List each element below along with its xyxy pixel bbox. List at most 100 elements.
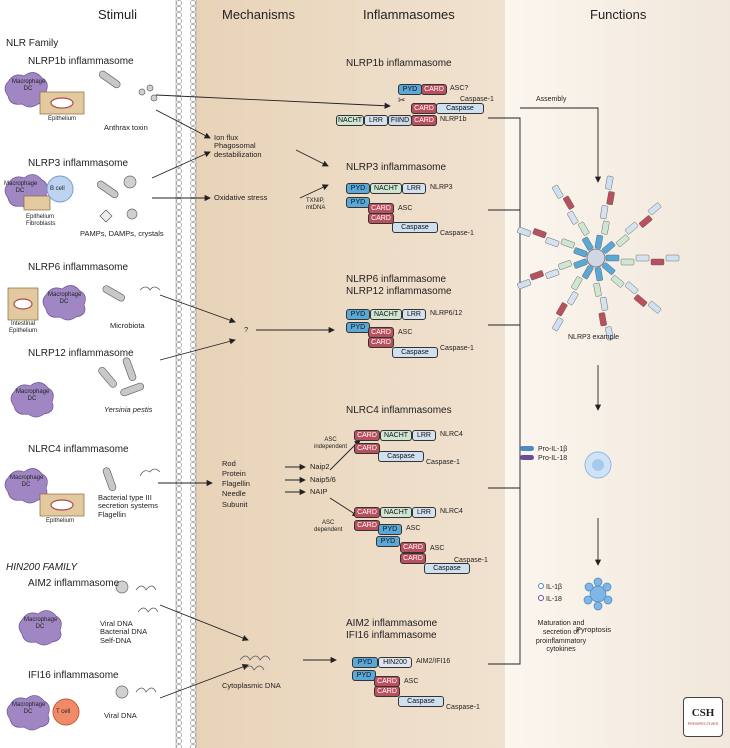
nlrc4-casp-card-1: CARD [354,443,380,454]
nlrp6-pyd: PYD [346,309,370,320]
stim-aim2-title: AIM2 inflammasome [28,578,120,589]
caspase1-label-1: Caspase-1 [460,96,494,103]
nlrp1b-asc-pyd: PYD [398,84,422,95]
epithelium-label-1: Epithelium [48,116,77,122]
naip56-label: Naip5/6 [310,475,336,484]
yersinia-label: Yersinia pestis [104,405,153,414]
nlrc4-nacht-2: NACHT [380,507,412,518]
caspase1-label-6: Caspase-1 [446,704,480,711]
aim2-casp-card: CARD [374,686,400,697]
pamps-label: PAMPs, DAMPs, crystals [80,229,164,238]
nlrp3-pyd: PYD [346,183,370,194]
aim2-asc-pyd: PYD [352,670,376,681]
nlrp1b-fiind: FIIND [388,115,412,126]
hin200-family-label: HIN200 FAMILY [6,562,78,573]
arrow-anthrax [155,94,391,109]
t-cell [52,698,80,726]
b-cell [46,175,74,203]
nlrp612-label: NLRP6/12 [430,310,463,317]
arrow-ifi16 [159,663,249,699]
macrophage-label-2: Macrophage DC [4,181,38,194]
stim-nlrp3-title: NLRP3 inflammasome [28,158,129,169]
nlrp6-caspase: Caspase [392,347,438,358]
csh-perspectives-logo: CSH PERSPECTIVES [683,697,723,737]
naip2-label: Naip2 [310,462,330,471]
caspase1-label-3: Caspase-1 [440,345,474,352]
inf-nlrp6-nlrp12-title: NLRP6 inflammasome NLRP12 inflammasome [346,274,452,297]
il1b-label: IL-1β [546,584,563,591]
macrophage-label-3: Macrophage DC [48,292,82,305]
pyroptosis-label: Pyroptosis [576,625,612,634]
anthrax-toxin-label: Anthrax toxin [104,123,148,132]
oxidative-stress-label: Oxidative stress [214,193,268,202]
header-inflammasomes: Inflammasomes [363,7,455,22]
caspase1-label-2: Caspase-1 [440,230,474,237]
arrow-anthrax-ion [155,109,211,139]
convergence-bracket [488,117,521,665]
nlrc4-asc-label-1: ASC [406,525,421,532]
pyroptotic-cell [583,577,613,611]
caspase1-label-4: Caspase-1 [426,459,460,466]
nlrp6-lrr: LRR [402,309,426,320]
nlrp3-oligomer-star [517,175,680,341]
ion-flux-label: Ion flux Phagosomal destabilization [214,133,262,159]
stim-nlrp6-title: NLRP6 inflammasome [28,262,129,273]
nlrc4-lrr-2: LRR [412,507,436,518]
rod-list-label: Rod Protein Flagellin Needle Subunit [222,459,250,509]
nlrp1b-caspase: Caspase [436,103,484,114]
maturation-label: Maturation and secretion of proinflammat… [535,620,587,654]
nlrc4-caspase-1: Caspase [378,451,424,462]
nlrc4-dep-caspase: Caspase [424,563,470,574]
intestinal-epithelium-label: Intestinal Epithelium [8,321,37,334]
svg-text:✂: ✂ [398,96,406,106]
aim2-hin200: HIN200 [378,657,412,668]
caspase1-label-5: Caspase-1 [454,557,488,564]
nlrp6-asc-label: ASC [398,329,413,336]
arrow-aim2 [159,604,249,641]
aim2-asc-label: ASC [404,678,419,685]
macrophage-7 [6,695,50,731]
epithelium-fibroblasts-label: Epithelium Fibroblasts [26,214,56,227]
il18-label: IL-18 [546,596,562,603]
nlrp3-caspase: Caspase [392,222,438,233]
asc-dependent-label: ASC dependent [314,520,343,533]
nlrp3-asc-pyd: PYD [346,197,370,208]
header-stimuli: Stimuli [98,7,138,22]
assembly-label: Assembly [536,96,567,103]
logo-line1: CSH [691,707,715,719]
arrow-microbiota [159,294,236,324]
viral-dna-label: Viral DNA [104,711,137,720]
arrow-assembly [520,107,602,183]
nlrp1b-nacht: NACHT [336,115,364,126]
nlrc4-label-1: NLRC4 [440,431,463,438]
asc-independent-label: ASC independent [314,437,348,450]
txnip-label: TXNIP, mtDNA [306,198,326,211]
nlrc4-dep-asc-pyd: PYD [378,524,402,535]
nlrc4-nacht-1: NACHT [380,430,412,441]
nlrp1b-lrr: LRR [364,115,388,126]
nlrc4-label-2: NLRC4 [440,508,463,515]
inf-nlrp3-title: NLRP3 inflammasome [346,162,447,173]
stim-ifi16-title: IFI16 inflammasome [28,670,119,681]
header-functions: Functions [590,7,647,22]
arrow-ox-nlrp3 [299,184,329,199]
naip-label: NAIP [310,487,328,496]
nlrp3-casp-card: CARD [368,213,394,224]
nlrp1b-casp-card: CARD [411,103,437,114]
nlrc4-dep-card: CARD [354,520,380,531]
nlrp1b-label: NLRP1b [440,116,467,123]
arrow-asc-dep [329,497,359,517]
cytoplasmic-dna-label: Cytoplasmic DNA [222,681,281,690]
nlrc4-dep-pyd-2: PYD [376,536,400,547]
arrow-pamps-ion [151,151,211,179]
nlrp3-nacht: NACHT [370,183,402,194]
asc-question-label: ASC? [450,85,469,92]
nlrc4-dep-casp-card: CARD [400,553,426,564]
pro-il18-label: Pro-IL-18 [538,455,568,462]
aim2-ifi16-label: AIM2/IFI16 [416,658,451,665]
macrophage-4 [10,382,54,418]
nlrp6-nacht: NACHT [370,309,402,320]
macrophage-label-7: Macrophage DC [12,702,46,715]
